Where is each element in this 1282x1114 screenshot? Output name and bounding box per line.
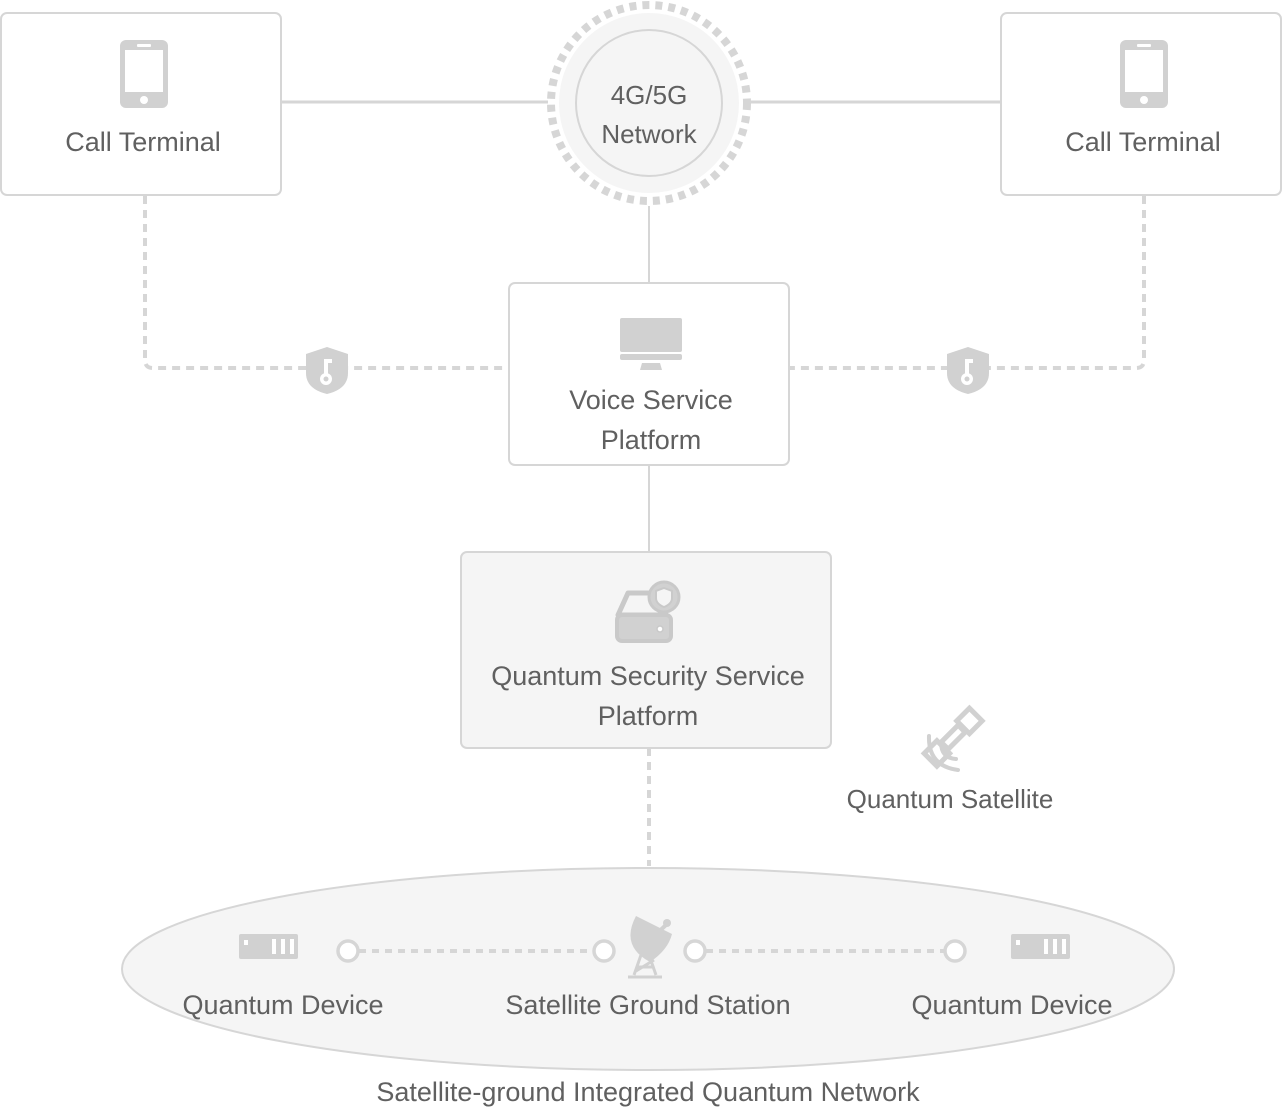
- quantum-satellite-label: Quantum Satellite: [846, 784, 1054, 814]
- satellite-signal-icon: [926, 734, 960, 772]
- voice-platform-node: Voice Service Platform: [508, 282, 790, 466]
- link-endpoint: [683, 939, 707, 963]
- satellite-dish-icon: [628, 916, 672, 979]
- dashed-link-left-terminal-voice: [143, 196, 509, 370]
- quantum-security-label-line1: Quantum Security Service: [491, 661, 805, 691]
- server-icon: [1011, 934, 1070, 959]
- link-endpoint: [592, 939, 616, 963]
- quantum-network-zone-label: Satellite-ground Integrated Quantum Netw…: [376, 1077, 920, 1107]
- ground-station-label: Satellite Ground Station: [505, 990, 791, 1020]
- network-label-line1: 4G/5G: [610, 80, 688, 110]
- quantum-network-zone: [121, 867, 1175, 1071]
- network-node: [547, 1, 751, 205]
- quantum-device-left-label: Quantum Device: [182, 990, 384, 1020]
- shield-key-icon: [306, 347, 348, 394]
- dashed-link-right-terminal-voice: [790, 196, 1146, 370]
- quantum-security-platform-node: Quantum Security Service Platform: [460, 551, 832, 749]
- smartphone-icon: [120, 40, 168, 108]
- voice-platform-label-line1: Voice Service: [569, 385, 733, 415]
- link-endpoint: [943, 939, 967, 963]
- call-terminal-right-label: Call Terminal: [1065, 127, 1221, 157]
- smartphone-icon: [1120, 40, 1168, 108]
- network-label-line2: Network: [601, 119, 697, 149]
- link-endpoint: [336, 939, 360, 963]
- shield-key-icon: [947, 347, 989, 394]
- call-terminal-right-node: Call Terminal: [1000, 12, 1282, 196]
- monitor-icon: [620, 318, 682, 370]
- secure-drive-icon: [615, 580, 681, 643]
- voice-platform-label-line2: Platform: [600, 425, 702, 455]
- call-terminal-left-label: Call Terminal: [65, 127, 221, 157]
- quantum-device-right-label: Quantum Device: [911, 990, 1113, 1020]
- quantum-security-label-line2: Platform: [597, 701, 699, 731]
- call-terminal-left-node: Call Terminal: [0, 12, 282, 196]
- server-icon: [239, 934, 298, 959]
